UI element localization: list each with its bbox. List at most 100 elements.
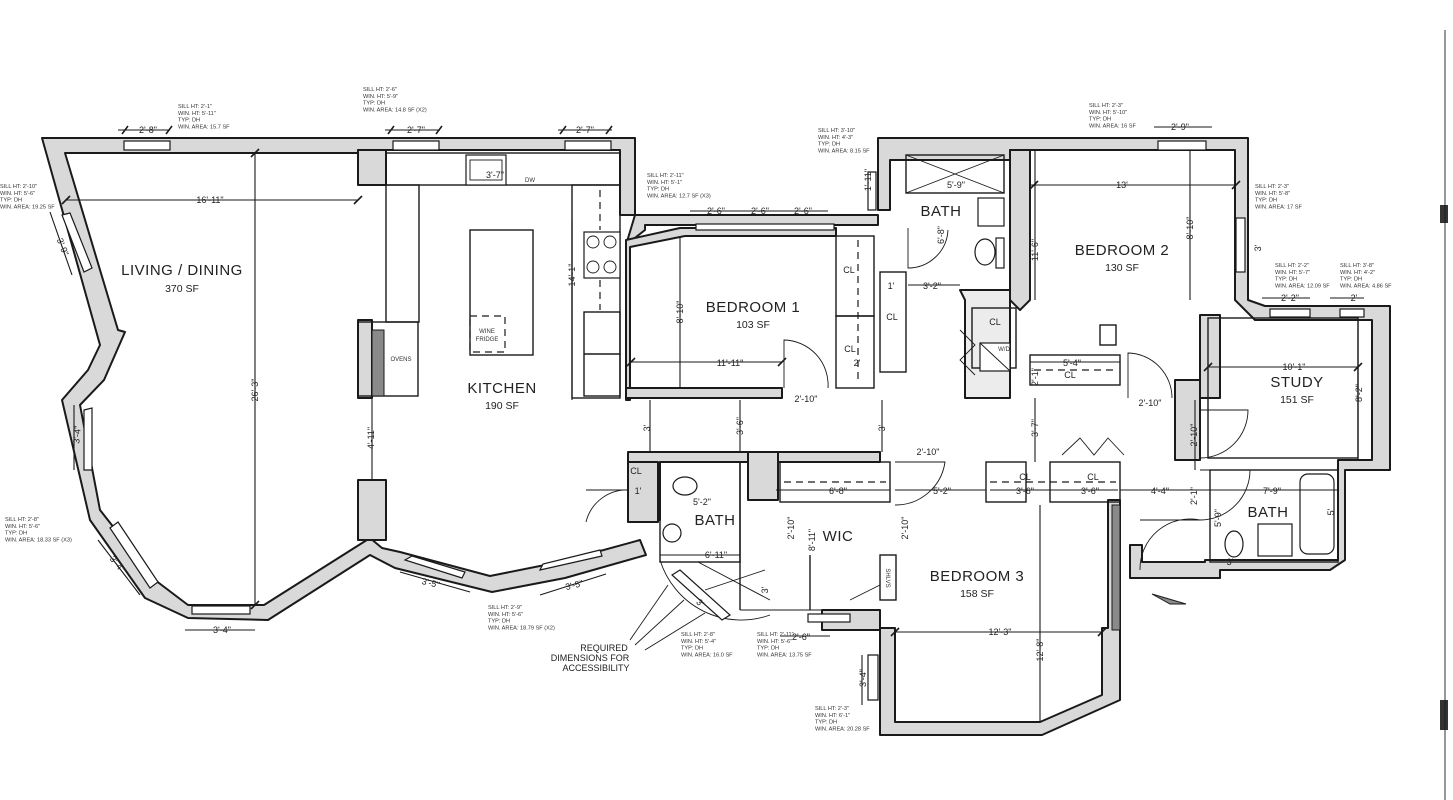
closet-label: CL (1019, 472, 1031, 482)
dimension-label: 5'-2" (693, 497, 711, 507)
dimension-label: 3'-9" (55, 237, 71, 257)
dimension-label: 2'-1" (1189, 487, 1199, 505)
window-spec-line: WIN. HT: 5'-6" (757, 639, 792, 645)
dimension-label: 2'-1" (1030, 368, 1040, 386)
dimension-label: 3'-6" (1016, 486, 1034, 496)
window-spec-line: SILL HT: 2'-3" (1089, 103, 1123, 109)
dimension-lines (49, 125, 1364, 722)
window-spec-line: SILL HT: 2'-11" (757, 632, 794, 638)
dimension-label: 6'-8" (829, 486, 847, 496)
window-spec-line: WIN. HT: 5'-4" (681, 639, 716, 645)
window-spec-line: SILL HT: 2'-2" (1275, 263, 1309, 269)
dimension-text: 2'-8" 2'-7" 2'-7" 16'-11" 26'-3" 4'-11" … (55, 122, 1364, 687)
dimension-label: 2'-10" (917, 447, 940, 457)
window-spec-line: SILL HT: 2'-3" (815, 706, 849, 712)
dimension-label: 2'-10" (795, 394, 818, 404)
window-spec-line: SILL HT: 3'-10" (818, 128, 855, 134)
dimension-label: 1'-11" (863, 169, 873, 191)
dimension-label: 3' (1227, 557, 1234, 567)
dimension-label: 3' (760, 586, 770, 593)
dimension-label: 2'-6" (792, 632, 810, 642)
dimension-label: 3'-5" (564, 578, 584, 592)
shelves-label: SHLVS (884, 568, 890, 587)
dimension-label: 7'-9" (1263, 486, 1281, 496)
dimension-label: 3'-6" (1081, 486, 1099, 496)
window-spec-line: SILL HT: 2'-8" (681, 632, 715, 638)
room-name-kitchen: KITCHEN (467, 380, 536, 397)
window-spec-line: WIN. HT: 4'-2" (1340, 270, 1375, 276)
dimension-label: 14'-1" (567, 264, 577, 287)
dimension-label: 2'-6" (751, 206, 769, 216)
window-spec-line: TYP: DH (1089, 117, 1111, 123)
dimension-label: 3' (1253, 244, 1263, 251)
dimension-label: 2' (854, 358, 861, 368)
dimension-label: 3'-4" (213, 625, 231, 635)
fixture-labels: CL CL CL CL CL CL CL CL OVENS WINE FRIDG… (390, 178, 1098, 673)
closet-label: CL (630, 466, 642, 476)
window-spec-line: WIN. AREA: 14.8 SF (X2) (363, 107, 427, 113)
window-spec-line: TYP: DH (0, 198, 22, 204)
dimension-label: 4'-4" (1151, 486, 1169, 496)
window-spec-line: TYP: DH (818, 142, 840, 148)
window-spec-line: WIN. HT: 4'-3" (818, 135, 853, 141)
window-spec-line: WIN. AREA: 8.15 SF (818, 148, 870, 154)
door-swings (585, 228, 1251, 601)
window-spec-line: TYP: DH (178, 118, 200, 124)
window-spec-line: SILL HT: 2'-9" (488, 605, 522, 611)
window-spec-line: WIN. HT: 5'-8" (1255, 191, 1290, 197)
dimension-label: 12'-8" (1035, 639, 1045, 662)
dimension-label: 1' (635, 486, 642, 496)
dimension-label: 2'-9" (1171, 122, 1189, 132)
accessibility-note: REQUIRED (580, 643, 628, 653)
dimension-label: 2' (1351, 293, 1358, 303)
dimension-label: 5'-9" (947, 180, 965, 190)
closet-label: CL (1087, 472, 1099, 482)
dimension-label: 5'-9" (1213, 509, 1223, 527)
edge-marks (1440, 30, 1448, 800)
window-spec-line: WIN. AREA: 13.75 SF (757, 652, 812, 658)
window-spec-line: SILL HT: 2'-1" (178, 104, 212, 110)
window-spec-line: SILL HT: 2'-10" (0, 184, 37, 190)
window-spec-line: WIN. AREA: 19.25 SF (0, 204, 55, 210)
accessibility-note: ACCESSIBILITY (562, 663, 629, 673)
window-spec-line: SILL HT: 3'-8" (1340, 263, 1374, 269)
dimension-label: 4'-11" (366, 427, 376, 449)
window-spec-line: WIN. HT: 5'-1" (647, 180, 682, 186)
window-spec-line: WIN. HT: 5'-6" (488, 612, 523, 618)
room-name-bed2: BEDROOM 2 (1075, 242, 1170, 259)
window-spec-line: TYP: DH (757, 646, 779, 652)
dimension-label: 6'-11" (705, 550, 727, 560)
window-spec-line: TYP: DH (815, 720, 837, 726)
room-name-bath-right: BATH (1248, 504, 1289, 521)
room-area-bed3: 158 SF (960, 588, 994, 600)
dimension-label: 2'-10" (1139, 398, 1162, 408)
window-spec-line: WIN. AREA: 18.33 SF (X3) (5, 537, 72, 543)
dimension-label: 5'-2" (933, 486, 951, 496)
closet-label: CL (989, 317, 1001, 327)
closet-label: CL (843, 265, 855, 275)
window-spec-line: TYP: DH (1275, 277, 1297, 283)
room-name-bed3: BEDROOM 3 (930, 568, 1025, 585)
room-area-bed1: 103 SF (736, 319, 770, 331)
wine-fridge-label: FRIDGE (476, 337, 499, 343)
ovens-label: OVENS (390, 357, 411, 363)
window-spec-line: SILL HT: 2'-3" (1255, 184, 1289, 190)
washer-dryer-label: W/D (998, 347, 1010, 353)
room-area-living: 370 SF (165, 283, 199, 295)
dimension-label: 3'-4" (71, 425, 83, 444)
dimension-label: 3'-7" (1030, 419, 1040, 437)
dimension-label: 26'-3" (250, 379, 260, 402)
window-spec-line: WIN. HT: 5'-10" (1089, 110, 1127, 116)
window-spec-line: SILL HT: 2'-11" (647, 173, 684, 179)
